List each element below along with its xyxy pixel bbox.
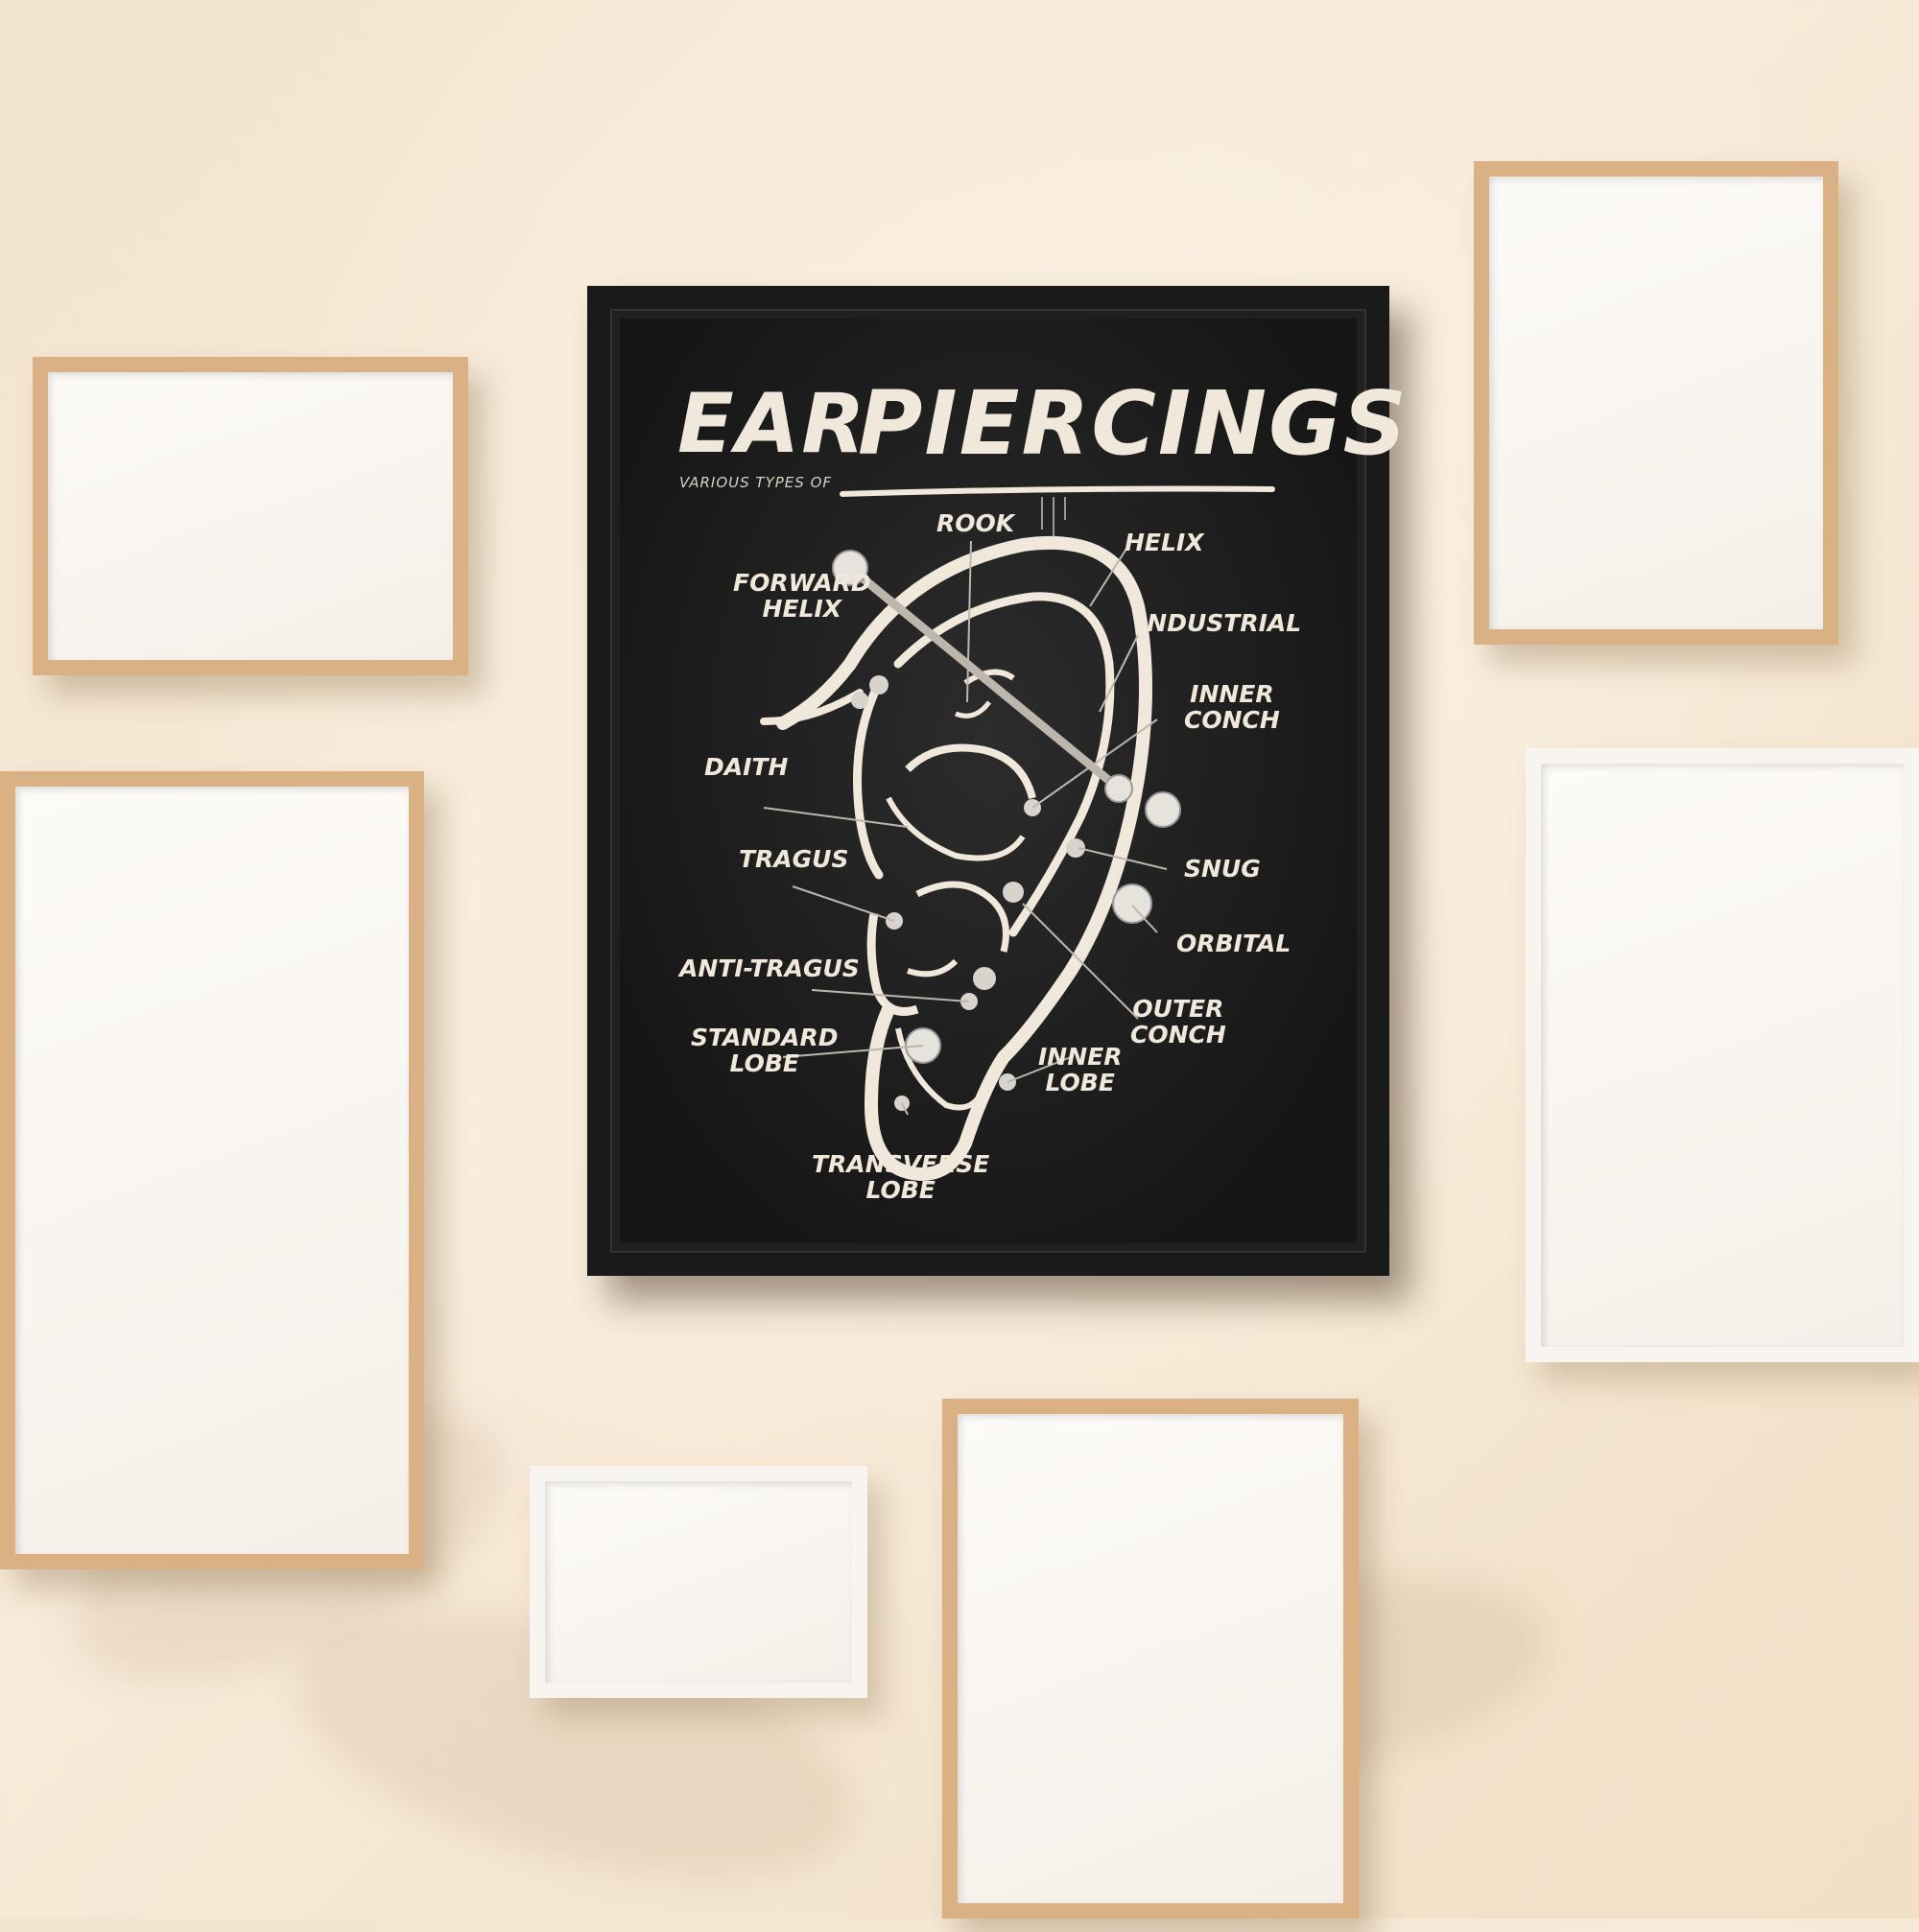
label-transverse-lobe-line2: LOBE xyxy=(865,1176,936,1204)
label-standard-lobe-line2: LOBE xyxy=(729,1049,799,1077)
label-snug: SNUG xyxy=(1184,855,1261,883)
empty-frame-right xyxy=(1526,748,1919,1362)
label-helix: HELIX xyxy=(1125,529,1204,556)
label-orbital: ORBITAL xyxy=(1176,930,1291,957)
ear-illustration xyxy=(760,485,1275,1181)
empty-frame-top-left xyxy=(33,357,468,675)
empty-frame-bottom-middle xyxy=(942,1399,1359,1919)
frame-mat xyxy=(48,372,453,660)
empty-frame-top-right xyxy=(1474,161,1838,645)
label-inner-conch: INNER CONCH xyxy=(1184,681,1280,733)
label-inner-lobe-line2: LOBE xyxy=(1045,1069,1115,1096)
label-transverse-lobe-line1: TRANSVERSE xyxy=(812,1150,990,1178)
frame-mat xyxy=(1541,764,1904,1347)
label-transverse-lobe: TRANSVERSE LOBE xyxy=(812,1151,989,1203)
label-forward-helix: FORWARD HELIX xyxy=(733,570,871,622)
label-outer-conch-line1: OUTER xyxy=(1132,995,1224,1023)
frame-mat xyxy=(1489,177,1823,629)
label-inner-conch-line1: INNER xyxy=(1190,680,1274,708)
label-inner-lobe-line1: INNER xyxy=(1038,1043,1123,1071)
poster-title-piercings: PIERCINGS xyxy=(858,372,1409,475)
poster-frame: EAR PIERCINGS VARIOUS TYPES OF ROOK HELI… xyxy=(587,286,1407,1276)
empty-frame-large-left xyxy=(0,771,424,1569)
frame-mat xyxy=(545,1481,852,1683)
label-daith: DAITH xyxy=(704,753,789,781)
label-forward-helix-line2: HELIX xyxy=(762,595,842,623)
label-forward-helix-line1: FORWARD xyxy=(733,569,871,597)
ear-piercings-poster: EAR PIERCINGS VARIOUS TYPES OF ROOK HELI… xyxy=(620,318,1407,1243)
label-inner-conch-line2: CONCH xyxy=(1184,706,1280,734)
label-tragus: TRAGUS xyxy=(739,845,849,873)
frame-mat xyxy=(958,1414,1343,1903)
label-outer-conch: OUTER CONCH xyxy=(1130,996,1226,1048)
label-standard-lobe-line1: STANDARD xyxy=(691,1024,839,1051)
label-industrial: INDUSTRIAL xyxy=(1138,609,1302,637)
poster-subtitle: VARIOUS TYPES OF xyxy=(679,474,832,491)
empty-frame-small-bottom xyxy=(530,1466,867,1698)
poster-title-ear: EAR xyxy=(677,376,867,472)
label-rook: ROOK xyxy=(936,509,1015,537)
label-inner-lobe: INNER LOBE xyxy=(1038,1044,1122,1096)
label-outer-conch-line2: CONCH xyxy=(1130,1021,1226,1048)
frame-mat xyxy=(15,787,409,1554)
label-standard-lobe: STANDARD LOBE xyxy=(691,1025,839,1076)
label-anti-tragus: ANTI-TRAGUS xyxy=(679,954,860,982)
